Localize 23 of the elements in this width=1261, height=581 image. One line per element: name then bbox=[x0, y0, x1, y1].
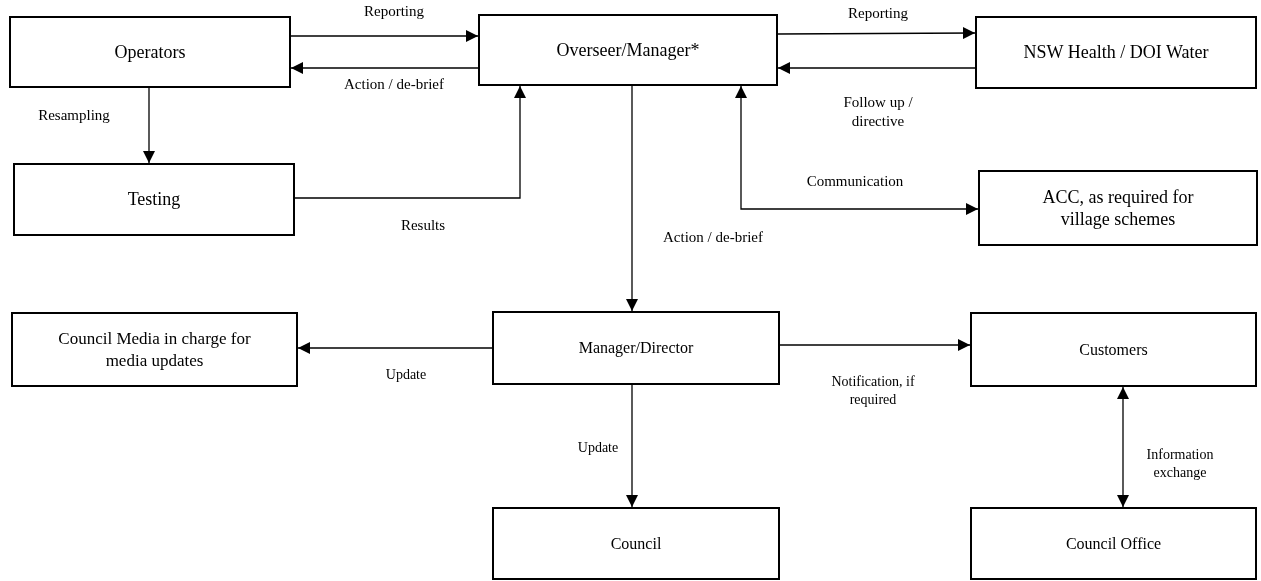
arrow bbox=[735, 85, 979, 215]
process-box: ACC, as required for village schemes bbox=[978, 170, 1258, 246]
process-box: Customers bbox=[970, 312, 1257, 387]
arrow bbox=[777, 62, 976, 74]
process-box: Council Media in charge for media updates bbox=[11, 312, 298, 387]
arrow bbox=[779, 339, 971, 351]
process-box: NSW Health / DOI Water bbox=[975, 16, 1257, 89]
process-box: Council bbox=[492, 507, 780, 580]
process-box: Operators bbox=[9, 16, 291, 88]
arrow bbox=[1117, 386, 1129, 508]
arrow bbox=[143, 87, 155, 164]
arrow bbox=[294, 85, 526, 199]
process-box: Overseer/Manager* bbox=[478, 14, 778, 86]
arrow bbox=[290, 30, 479, 42]
arrow bbox=[297, 342, 493, 354]
arrow bbox=[626, 85, 638, 312]
arrow bbox=[777, 27, 976, 40]
process-box: Manager/Director bbox=[492, 311, 780, 385]
process-box: Testing bbox=[13, 163, 295, 236]
arrow bbox=[626, 384, 638, 508]
arrow bbox=[290, 62, 479, 74]
edge-label: Notification, if required bbox=[828, 373, 918, 408]
process-box: Council Office bbox=[970, 507, 1257, 580]
